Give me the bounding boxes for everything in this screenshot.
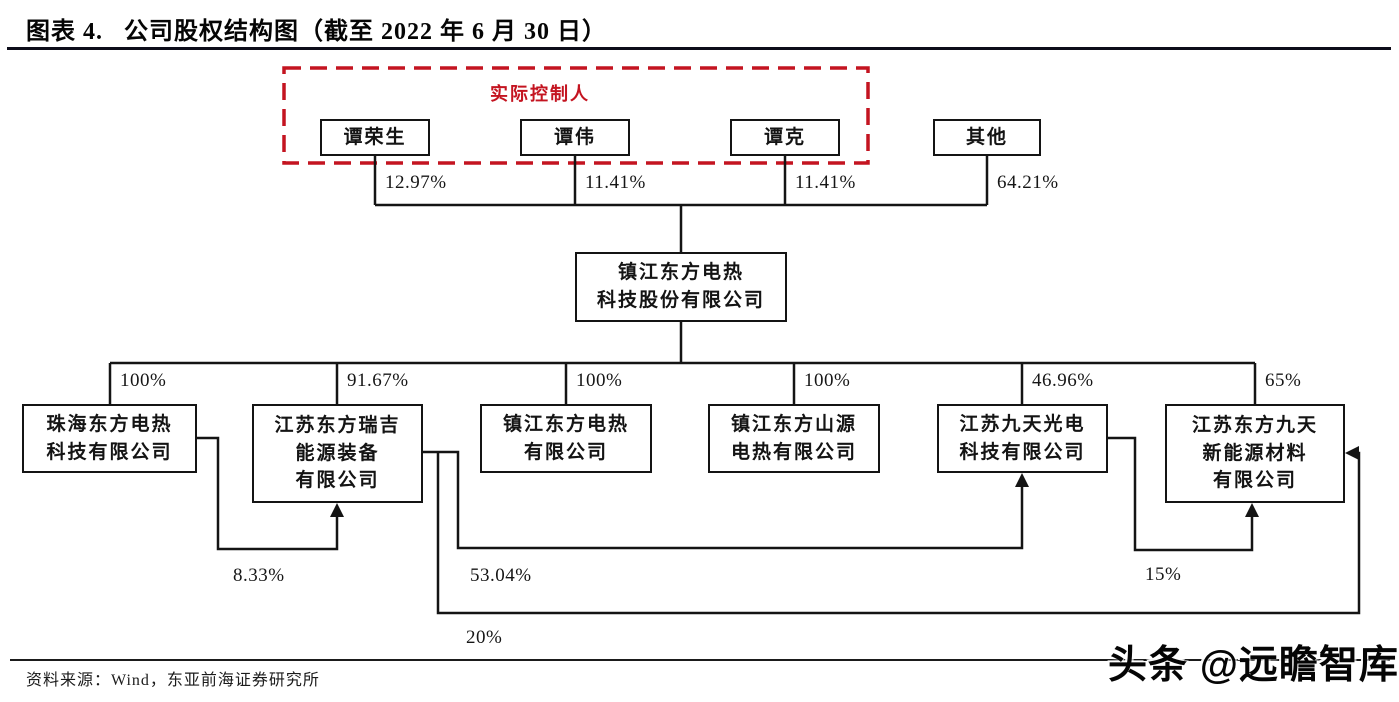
pct-cross-8-33: 8.33% — [233, 565, 285, 586]
node-subsidiary-zhenjiang-dongfang: 镇江东方电热 有限公司 — [480, 404, 652, 473]
node-subsidiary-jiutian-materials: 江苏东方九天 新能源材料 有限公司 — [1165, 404, 1345, 503]
node-shareholder-tanke: 谭克 — [730, 119, 840, 156]
node-shareholder-tanwei: 谭伟 — [520, 119, 630, 156]
pct-others: 64.21% — [997, 172, 1059, 193]
node-label-line: 江苏九天光电 — [959, 413, 1086, 435]
pct-zhuhai: 100% — [120, 370, 167, 391]
pct-jiutian-optoelec: 46.96% — [1032, 370, 1094, 391]
arrowhead-into-jiutian-optoelec — [1015, 473, 1029, 487]
node-label-line: 珠海东方电热 — [46, 413, 173, 435]
node-label-line: 电热有限公司 — [730, 441, 857, 463]
node-parent-company: 镇江东方电热 科技股份有限公司 — [575, 252, 787, 322]
ownership-tree-lines — [108, 156, 1257, 404]
pct-cross-20: 20% — [466, 627, 503, 648]
node-label-line: 新能源材料 — [1202, 442, 1308, 464]
pct-tanrongsheng: 12.97% — [385, 172, 447, 193]
cross-line-15 — [1108, 436, 1254, 552]
node-shareholder-tanrongsheng: 谭荣生 — [320, 119, 430, 156]
node-label-line: 科技股份有限公司 — [596, 290, 765, 311]
footer-divider — [10, 659, 1390, 661]
watermark-toutiao-yuanzhan: 头条 @远瞻智库 — [1108, 644, 1399, 687]
node-label-line: 科技有限公司 — [959, 441, 1086, 463]
node-subsidiary-jiutian-optoelec: 江苏九天光电 科技有限公司 — [937, 404, 1108, 473]
node-shareholder-others: 其他 — [933, 119, 1041, 156]
node-label-line: 江苏东方瑞吉 — [274, 415, 401, 437]
node-label-line: 镇江东方山源 — [730, 413, 857, 435]
node-label-line: 有限公司 — [1212, 470, 1297, 492]
node-label: 谭伟 — [553, 126, 596, 148]
node-subsidiary-shanyuan: 镇江东方山源 电热有限公司 — [708, 404, 880, 473]
title-divider — [7, 47, 1391, 50]
figure-title: 图表 4. 公司股权结构图（截至 2022 年 6 月 30 日） — [26, 19, 607, 45]
arrowhead-into-ruiji — [330, 503, 344, 517]
node-label-line: 镇江东方电热 — [502, 413, 629, 435]
pct-ruiji: 91.67% — [347, 370, 409, 391]
pct-zhenjiang-dongfang: 100% — [576, 370, 623, 391]
node-label: 谭荣生 — [343, 126, 407, 148]
node-label-line: 科技有限公司 — [46, 441, 173, 463]
node-label-line: 江苏东方九天 — [1191, 415, 1318, 437]
cross-line-53-04 — [423, 450, 1024, 550]
arrowhead-into-jiutian-materials-side — [1345, 446, 1359, 460]
node-label-line: 有限公司 — [295, 470, 380, 492]
node-subsidiary-zhuhai: 珠海东方电热 科技有限公司 — [22, 404, 197, 473]
pct-jiutian-materials: 65% — [1265, 370, 1302, 391]
node-label-line: 能源装备 — [295, 442, 380, 464]
arrowhead-into-jiutian-materials-bottom — [1245, 503, 1259, 517]
cross-line-8-33 — [195, 436, 339, 551]
controller-group-label: 实际控制人 — [490, 84, 590, 104]
source-note: 资料来源：Wind，东亚前海证券研究所 — [26, 672, 320, 689]
node-label: 谭克 — [763, 126, 806, 148]
node-label: 其他 — [965, 126, 1008, 148]
pct-shanyuan: 100% — [804, 370, 851, 391]
pct-cross-53-04: 53.04% — [470, 565, 532, 586]
node-subsidiary-ruiji: 江苏东方瑞吉 能源装备 有限公司 — [252, 404, 423, 503]
node-label-line: 有限公司 — [523, 441, 608, 463]
pct-tanke: 11.41% — [795, 172, 856, 193]
pct-tanwei: 11.41% — [585, 172, 646, 193]
pct-cross-15: 15% — [1145, 564, 1182, 585]
node-label-line: 镇江东方电热 — [617, 262, 744, 284]
